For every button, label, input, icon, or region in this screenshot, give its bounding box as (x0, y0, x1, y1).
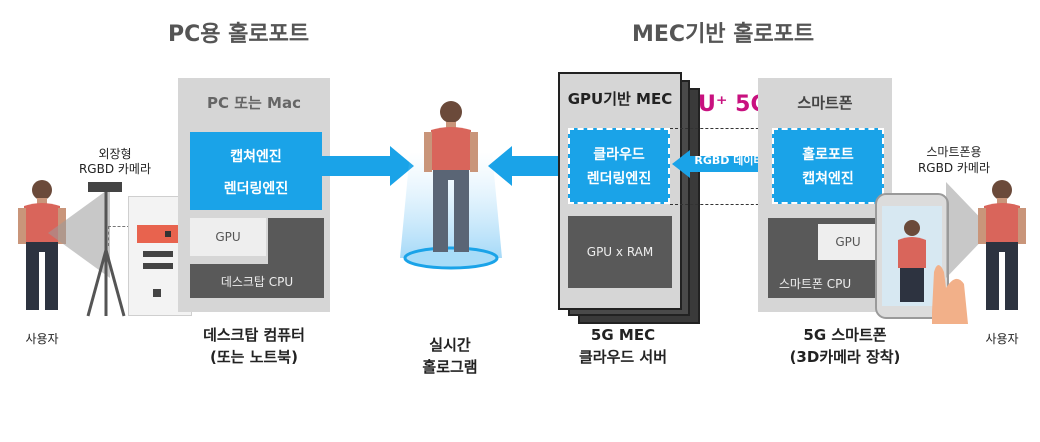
left-user-label: 사용자 (25, 332, 59, 346)
mec-caption: 5G MEC 클라우드 서버 (578, 326, 668, 366)
phone-engine-box: 홀로포트 캡쳐엔진 (772, 128, 884, 204)
pc-engine-box: 캡쳐엔진 렌더링엔진 (190, 132, 322, 210)
mec-title: GPU기반 MEC (567, 90, 673, 108)
tripod-camera-icon (86, 182, 126, 317)
phone-gpu-box: GPU (818, 224, 878, 260)
left-title: PC용 홀로포트 (168, 22, 310, 47)
arrow-left-icon (488, 146, 568, 186)
cable-line (108, 226, 130, 227)
pc-cpu-box: 데스크탑 CPU (190, 264, 324, 298)
phone-cpu-label: 스마트폰 CPU (778, 276, 852, 291)
lg-uplus-5g-logo: U⁺ 5G (698, 92, 769, 117)
phone-camera-label: 스마트폰용 RGBD 카메라 (917, 145, 991, 175)
pc-gpu-box: GPU (190, 218, 266, 256)
mec-engine-box: 클라우드 렌더링엔진 (568, 128, 670, 204)
phone-panel-title: 스마트폰 (797, 94, 853, 112)
external-camera-label: 외장형 RGBD 카메라 (78, 147, 152, 176)
hologram-caption: 실시간 홀로그램 (422, 336, 478, 376)
pc-panel-title: PC 또는 Mac (207, 94, 301, 112)
cable-line-vertical (108, 226, 109, 246)
right-user-figure-icon (978, 180, 1026, 310)
smartphone-icon (875, 193, 968, 324)
mec-resource-box: GPU x RAM (568, 216, 672, 288)
capture-engine-label: 캡쳐엔진 (230, 149, 282, 165)
right-user-label: 사용자 (985, 332, 1019, 346)
camera-view-cone (48, 188, 110, 278)
rgbd-data-label: RGBD 데이터 (694, 154, 764, 167)
hologram-icon (400, 101, 502, 270)
render-engine-label: 렌더링엔진 (223, 181, 289, 197)
rgbd-data-arrow-icon (672, 150, 772, 178)
arrow-right-icon (322, 146, 414, 186)
right-title: MEC기반 홀로포트 (632, 22, 815, 47)
phone-caption: 5G 스마트폰 (3D카메라 장착) (789, 326, 901, 366)
desktop-caption: 데스크탑 컴퓨터 (또는 노트북) (203, 326, 305, 366)
